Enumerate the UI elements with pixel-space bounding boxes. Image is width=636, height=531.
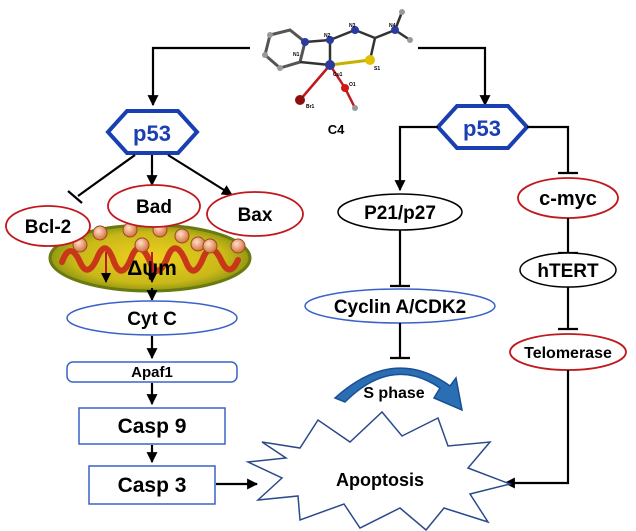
casp3-label: Casp 3	[118, 474, 187, 497]
mitochondrion-dots	[72, 222, 246, 254]
top-branch-connectors	[147, 46, 491, 107]
apaf1-node	[66, 361, 238, 383]
atom-label-br1: Br1	[306, 104, 315, 110]
bad-node	[107, 184, 201, 228]
right-pathway: p53 P21/p27 Cyclin A/CDK2 S phase c-myc	[304, 104, 627, 489]
apoptosis-node: Apoptosis	[245, 410, 513, 531]
p53-hexagon-left	[105, 109, 200, 155]
atom-label-o1: O1	[349, 82, 356, 88]
telomerase-label: Telomerase	[524, 345, 612, 362]
apaf1-label: Apaf1	[131, 364, 173, 381]
bax-label: Bax	[238, 205, 273, 226]
compound-structure: N1 N2 N3 N4 Cu1 S1 O1 Br1 C4	[262, 9, 413, 137]
casp3-node	[88, 465, 216, 505]
p21-label: P21/p27	[364, 203, 436, 224]
delta-psi-label: Δψm	[127, 257, 177, 280]
atom-label-n2: N2	[324, 33, 331, 39]
cytc-node	[66, 300, 238, 336]
bax-node	[206, 191, 304, 237]
cyclin-label: Cyclin A/CDK2	[334, 297, 466, 318]
bad-label: Bad	[136, 197, 172, 218]
bcl2-node	[5, 205, 91, 247]
atom-label-cu1: Cu1	[333, 72, 343, 78]
cytc-label: Cyt C	[127, 309, 177, 330]
atom-label-n1: N1	[293, 52, 300, 58]
casp9-label: Casp 9	[118, 415, 187, 438]
p53-label-right: p53	[463, 116, 501, 141]
atom-label-s1: S1	[374, 66, 380, 72]
s-phase-arrow	[333, 367, 463, 412]
htert-label: hTERT	[537, 261, 599, 282]
sphase-label: S phase	[363, 385, 424, 402]
left-pathway: p53 Δψm Bcl-2	[5, 109, 304, 505]
compound-name: C4	[328, 122, 345, 137]
apoptosis-label: Apoptosis	[336, 470, 424, 490]
casp9-node	[78, 407, 226, 445]
atom-label-n4: N4	[389, 23, 396, 29]
cmyc-label: c-myc	[539, 188, 597, 210]
p53-label-left: p53	[133, 121, 171, 146]
bcl2-label: Bcl-2	[25, 217, 71, 238]
atom-label-n3: N3	[349, 23, 356, 29]
